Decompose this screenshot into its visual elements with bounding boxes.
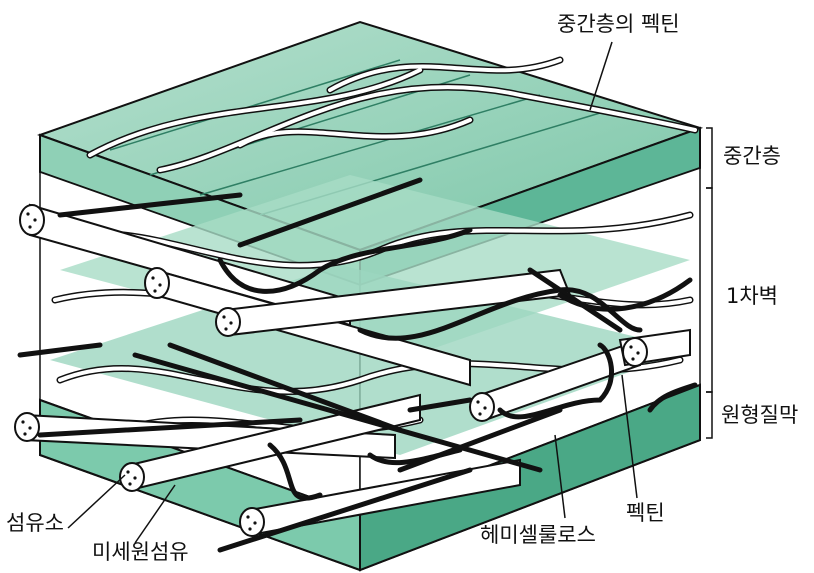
microfibril-6 (119, 393, 421, 492)
pointer-lines (67, 41, 638, 544)
label-primary-wall: 1차벽 (726, 284, 779, 308)
bracket-plasma-membrane (706, 391, 713, 439)
pointer-pectin (621, 374, 638, 499)
label-fiber: 섬유소 (6, 511, 64, 535)
bracket-primary-wall (706, 187, 713, 393)
label-microfibril: 미세원섬유 (92, 540, 189, 564)
label-pectin: 펙틴 (626, 501, 665, 525)
label-middle-lamella: 중간층 (723, 144, 781, 168)
label-plasma-membrane: 원형질막 (721, 403, 799, 427)
pointer-middle-lamella-pectin (589, 41, 613, 111)
hemicellulose-lines (17, 177, 698, 553)
bracket-middle-lamella (706, 127, 713, 189)
microfibril-8 (618, 328, 691, 367)
microfibrils (14, 203, 691, 537)
pointer-microfibril (134, 484, 176, 544)
layer-brackets (706, 127, 713, 439)
label-hemicellulose: 헤미셀룰로스 (480, 523, 596, 547)
fiber-dots (21, 212, 640, 531)
label-middle-lamella-pectin: 중간층의 펙틴 (557, 12, 680, 36)
pointer-fiber (67, 474, 126, 529)
pointer-hemicellulose (554, 434, 566, 519)
